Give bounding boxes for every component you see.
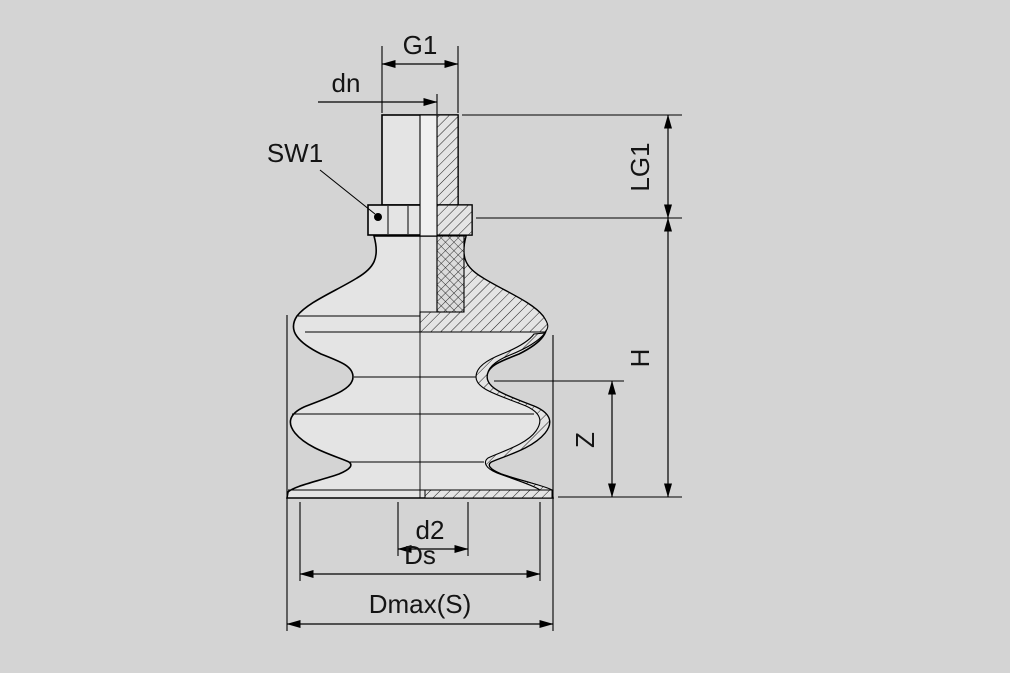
- dim-label-lg1: LG1: [625, 142, 655, 191]
- dim-label-d2: d2: [416, 515, 445, 545]
- dimension-ds: Ds: [299, 502, 541, 581]
- detail-lines: [292, 315, 534, 463]
- dimension-d2: d2: [397, 502, 469, 556]
- dimension-g1: G1: [381, 30, 459, 113]
- threaded-insert-section: [436, 235, 465, 313]
- dimension-z: Z: [494, 380, 624, 498]
- sw1-leader-dot: [374, 213, 382, 221]
- dim-label-dn: dn: [332, 68, 361, 98]
- dim-label-g1: G1: [403, 30, 438, 60]
- dimension-sw1: SW1: [267, 138, 382, 221]
- hex-nut-facets: [387, 206, 409, 234]
- dimension-dmax: Dmax(S): [286, 315, 554, 631]
- section-lip: [424, 489, 553, 499]
- dim-label-h: H: [625, 349, 655, 368]
- hex-nut-section: [436, 204, 473, 236]
- dim-label-sw1: SW1: [267, 138, 323, 168]
- dimension-dn: dn: [318, 68, 438, 114]
- dimension-h: H: [558, 217, 682, 498]
- dim-label-dmax: Dmax(S): [369, 589, 472, 619]
- dim-label-ds: Ds: [404, 540, 436, 570]
- dimension-lg1: LG1: [462, 114, 682, 219]
- inner-bore: [419, 114, 438, 237]
- fitting-thread-section: [436, 114, 459, 206]
- dim-label-z: Z: [570, 432, 600, 448]
